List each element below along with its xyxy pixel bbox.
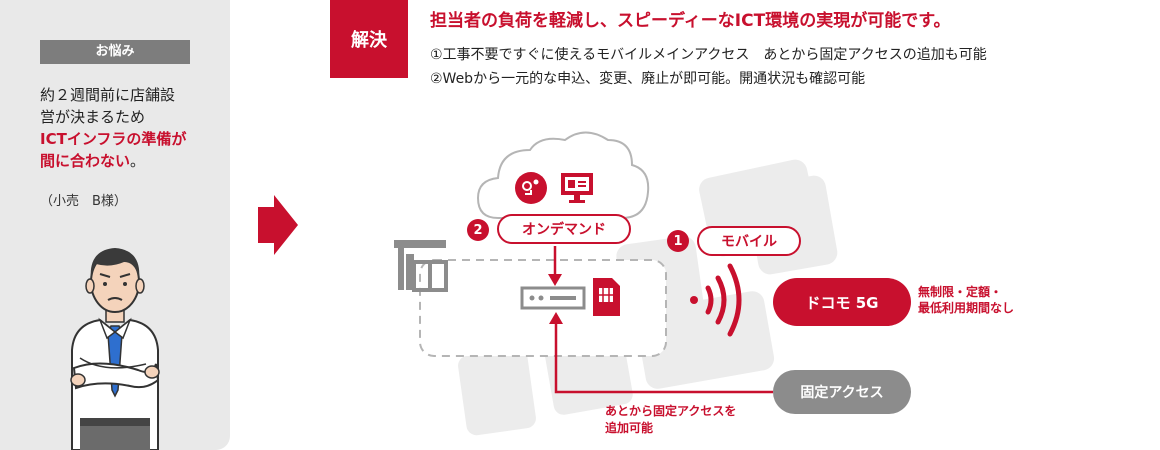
docomo-5g-pill: ドコモ 5G (773, 278, 911, 326)
sim-card-icon (593, 278, 620, 316)
ondemand-pill: オンデマンド (497, 214, 631, 244)
solution-point-1: ①工事不要ですぐに使えるモバイルメインアクセス あとから固定アクセスの追加も可能 (430, 47, 987, 63)
solution-title: 担当者の負荷を軽減し、スピーディーなICT環境の実現が可能です。 (430, 11, 951, 31)
worry-text-highlight: ICTインフラの準備が (40, 130, 187, 148)
router-icon (520, 286, 586, 310)
docomo-note-line: 無制限・定額・ (918, 285, 1003, 299)
worry-text-line: 営が決まるため (40, 108, 146, 126)
step-1-number: 1 (667, 230, 689, 252)
worry-text-highlight: 間に合わない (40, 152, 131, 170)
fixed-note-line: 追加可能 (605, 421, 654, 435)
worry-badge: お悩み (40, 40, 190, 64)
worry-text: 約２週間前に店舗設 営が決まるため ICTインフラの準備が 間に合わない。 (40, 84, 202, 172)
signal-waves-icon (690, 263, 742, 337)
docomo-5g-note: 無制限・定額・ 最低利用期間なし (918, 284, 1014, 316)
fixed-access-note: あとから固定アクセスを 追加可能 (605, 403, 736, 437)
docomo-note-line: 最低利用期間なし (918, 301, 1015, 315)
worry-text-line: 約２週間前に店舗設 (40, 86, 176, 104)
solution-point-2: ②Webから一元的な申込、変更、廃止が即可能。開通状況も確認可能 (430, 71, 866, 87)
solution-badge: 解決 (330, 0, 408, 78)
settings-flow-icon (515, 172, 547, 204)
right-arrow-icon (258, 195, 298, 255)
monitor-icon (561, 173, 593, 203)
worried-person-icon (70, 248, 160, 450)
customer-label: （小売 B様） (40, 194, 127, 209)
worry-text-end: 。 (130, 152, 146, 170)
mobile-pill: モバイル (697, 226, 801, 256)
fixed-access-pill: 固定アクセス (773, 370, 911, 414)
shop-icon (394, 240, 448, 292)
step-2-number: 2 (467, 219, 489, 241)
fixed-note-line: あとから固定アクセスを (605, 404, 737, 418)
